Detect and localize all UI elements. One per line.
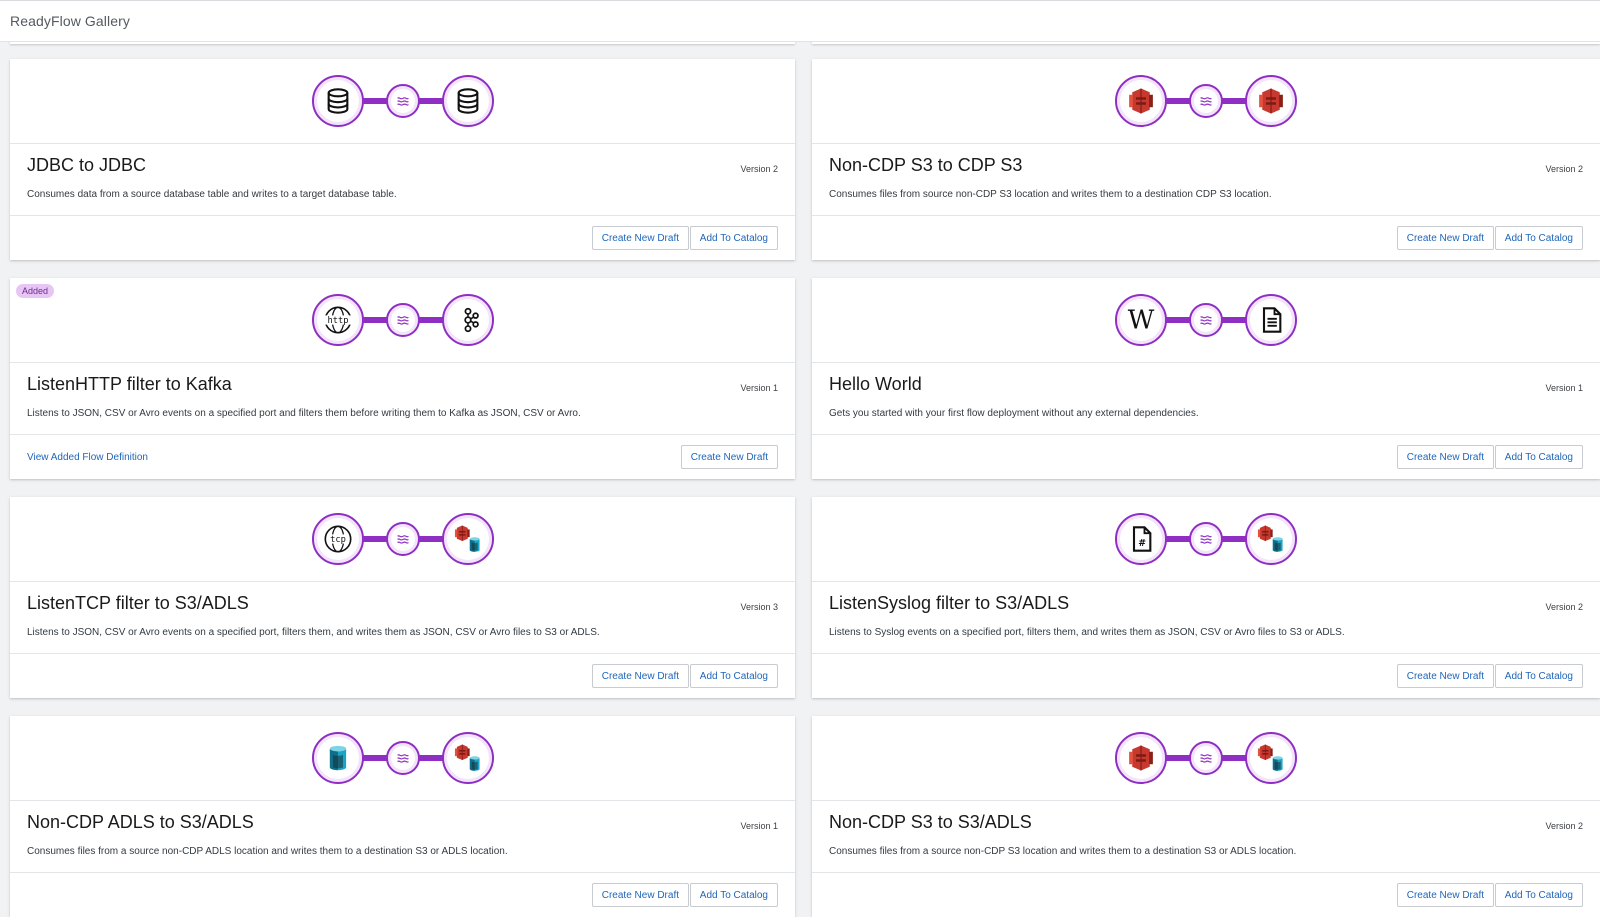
create-new-draft-button[interactable]: Create New Draft (1396, 664, 1494, 688)
card-footer: Create New Draft Add To Catalog (10, 653, 795, 698)
kafka-icon (441, 294, 494, 346)
http-globe-icon (311, 294, 364, 346)
flow-graphic (10, 59, 795, 144)
s3-bucket-icon (1245, 75, 1297, 127)
add-to-catalog-button[interactable]: Add To Catalog (1494, 883, 1583, 907)
add-to-catalog-button[interactable]: Add To Catalog (1494, 664, 1583, 688)
wikipedia-icon (1115, 294, 1167, 346)
flow-wave-icon (1189, 522, 1223, 556)
readyflow-card: JDBC to JDBC Version 2 Consumes data fro… (10, 59, 795, 260)
card-footer: Create New Draft Add To Catalog (10, 215, 795, 260)
flow-graphic (812, 497, 1600, 582)
flow-wave-icon (1189, 741, 1223, 775)
card-version: Version 1 (1545, 383, 1583, 393)
flow-graphic (812, 278, 1600, 363)
card-title: Hello World (829, 374, 922, 394)
card-footer: Create New Draft Add To Catalog (812, 215, 1600, 260)
card-description: Consumes files from a source non-CDP S3 … (829, 846, 1297, 857)
s3-adls-icon (1245, 732, 1297, 784)
card-description: Consumes data from a source database tab… (27, 189, 397, 200)
readyflow-card: Non-CDP S3 to CDP S3 Version 2 Consumes … (812, 59, 1600, 260)
readyflow-card: Added ListenHTTP filter to Kafka Version… (10, 278, 795, 479)
create-new-draft-button[interactable]: Create New Draft (680, 445, 778, 469)
s3-adls-icon (441, 513, 494, 565)
card-version: Version 2 (740, 164, 778, 174)
page-title: ReadyFlow Gallery (10, 13, 130, 29)
flow-wave-icon (385, 522, 420, 556)
card-description: Gets you started with your first flow de… (829, 408, 1199, 419)
flow-wave-icon (385, 84, 420, 118)
card-title: JDBC to JDBC (27, 155, 147, 175)
readyflow-card: Non-CDP ADLS to S3/ADLS Version 1 Consum… (10, 716, 795, 917)
flow-graphic (812, 716, 1600, 801)
add-to-catalog-button[interactable]: Add To Catalog (689, 883, 778, 907)
card-title: Non-CDP ADLS to S3/ADLS (27, 812, 254, 832)
create-new-draft-button[interactable]: Create New Draft (1396, 883, 1494, 907)
card-footer: Create New Draft Add To Catalog (812, 434, 1600, 479)
card-footer: Create New Draft Add To Catalog (10, 872, 795, 917)
flow-wave-icon (385, 741, 420, 775)
flow-graphic (10, 716, 795, 801)
view-added-flow-definition-link[interactable]: View Added Flow Definition (27, 452, 148, 463)
card-description: Consumes files from source non-CDP S3 lo… (829, 189, 1272, 200)
added-badge: Added (16, 284, 55, 298)
database-icon (311, 75, 364, 127)
card-footer: Create New Draft Add To Catalog (812, 653, 1600, 698)
create-new-draft-button[interactable]: Create New Draft (1396, 445, 1494, 469)
create-new-draft-button[interactable]: Create New Draft (591, 226, 689, 250)
card-footer: View Added Flow Definition Create New Dr… (10, 434, 795, 479)
database-icon (441, 75, 494, 127)
card-edge (812, 40, 1600, 44)
flow-wave-icon (1189, 303, 1223, 337)
flow-wave-icon (385, 303, 420, 337)
create-new-draft-button[interactable]: Create New Draft (1396, 226, 1494, 250)
s3-bucket-icon (1115, 75, 1167, 127)
adls-icon (311, 732, 364, 784)
add-to-catalog-button[interactable]: Add To Catalog (689, 226, 778, 250)
card-description: Listens to JSON, CSV or Avro events on a… (27, 408, 581, 419)
card-title: ListenTCP filter to S3/ADLS (27, 593, 249, 613)
flow-graphic (812, 59, 1600, 144)
card-version: Version 2 (1545, 164, 1583, 174)
tcp-globe-icon (311, 513, 364, 565)
card-title: ListenHTTP filter to Kafka (27, 374, 232, 394)
card-version: Version 2 (1545, 821, 1583, 831)
readyflow-card: Hello World Version 1 Gets you started w… (812, 278, 1600, 479)
top-bar: ReadyFlow Gallery (0, 0, 1600, 42)
card-version: Version 1 (740, 383, 778, 393)
card-edge (10, 40, 795, 44)
readyflow-card: ListenTCP filter to S3/ADLS Version 3 Li… (10, 497, 795, 698)
card-version: Version 1 (740, 821, 778, 831)
flow-wave-icon (1189, 84, 1223, 118)
card-title: Non-CDP S3 to S3/ADLS (829, 812, 1032, 832)
add-to-catalog-button[interactable]: Add To Catalog (689, 664, 778, 688)
card-description: Listens to Syslog events on a specified … (829, 627, 1345, 638)
card-title: Non-CDP S3 to CDP S3 (829, 155, 1023, 175)
create-new-draft-button[interactable]: Create New Draft (591, 883, 689, 907)
readyflow-card: Non-CDP S3 to S3/ADLS Version 2 Consumes… (812, 716, 1600, 917)
card-footer: Create New Draft Add To Catalog (812, 872, 1600, 917)
s3-adls-icon (441, 732, 494, 784)
create-new-draft-button[interactable]: Create New Draft (591, 664, 689, 688)
card-description: Listens to JSON, CSV or Avro events on a… (27, 627, 600, 638)
flow-graphic (10, 497, 795, 582)
readyflow-card: ListenSyslog filter to S3/ADLS Version 2… (812, 497, 1600, 698)
add-to-catalog-button[interactable]: Add To Catalog (1494, 445, 1583, 469)
document-icon (1245, 294, 1297, 346)
s3-adls-icon (1245, 513, 1297, 565)
card-title: ListenSyslog filter to S3/ADLS (829, 593, 1070, 613)
flow-graphic: Added (10, 278, 795, 363)
s3-bucket-icon (1115, 732, 1167, 784)
add-to-catalog-button[interactable]: Add To Catalog (1494, 226, 1583, 250)
syslog-file-icon (1115, 513, 1167, 565)
card-version: Version 2 (1545, 602, 1583, 612)
card-description: Consumes files from a source non-CDP ADL… (27, 846, 508, 857)
card-version: Version 3 (740, 602, 778, 612)
